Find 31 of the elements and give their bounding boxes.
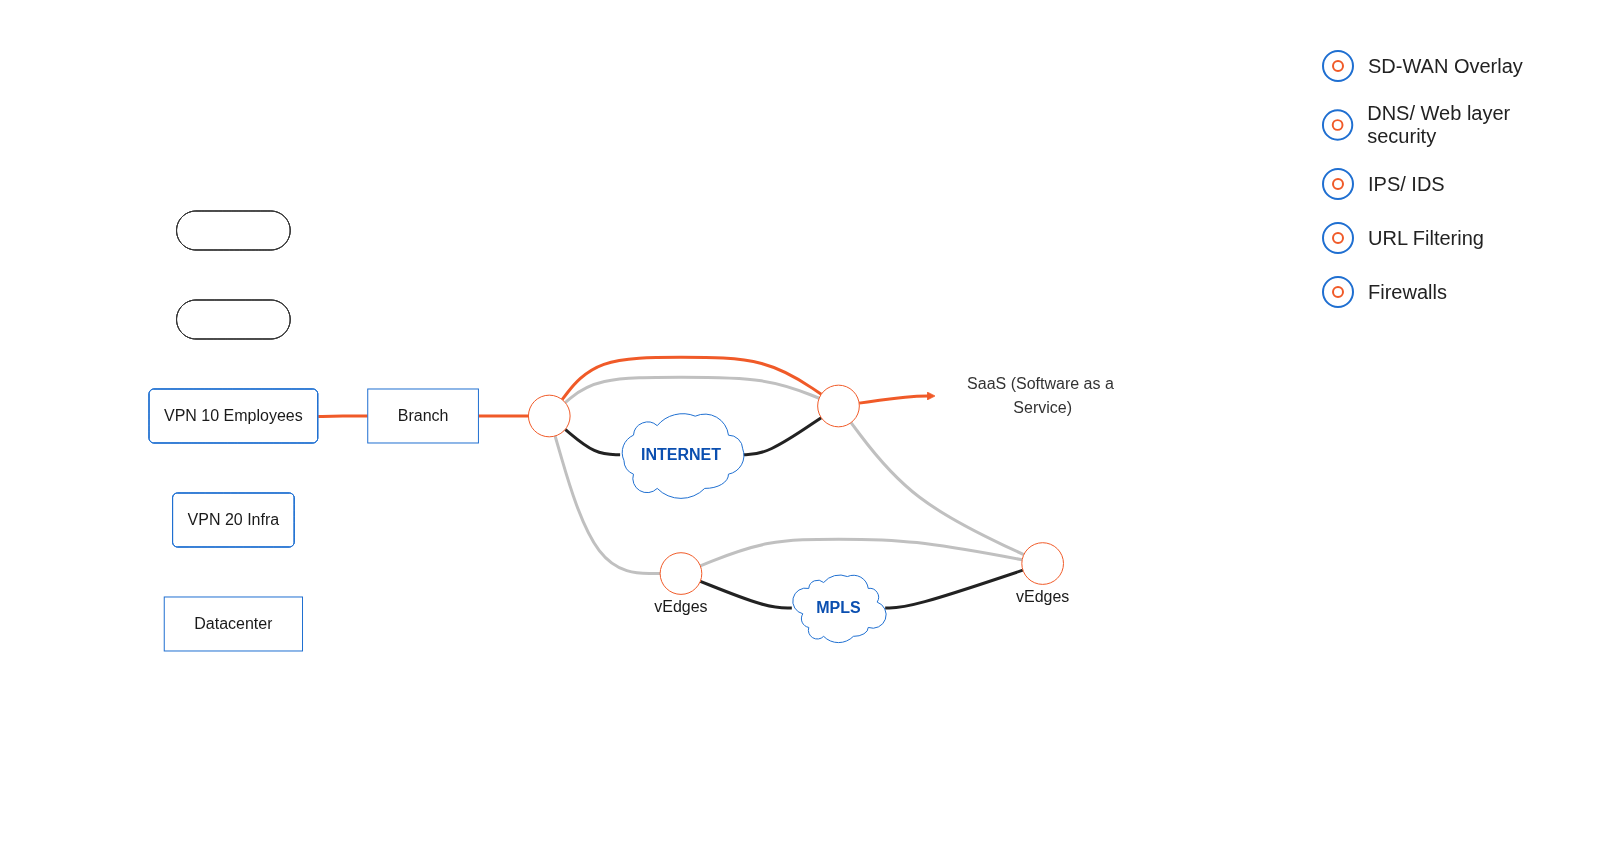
connector-line [554, 435, 661, 576]
connector-line [700, 579, 793, 610]
vedge-router [1021, 542, 1065, 585]
connector-line [564, 428, 621, 457]
vedges-caption: vEdges [1016, 588, 1070, 606]
connector-line [859, 391, 936, 405]
connector-line [561, 355, 823, 401]
overlay-label: SD-WAN Overlay [1368, 54, 1523, 78]
security-feature-label: Firewalls [1368, 280, 1447, 304]
connector-line [850, 421, 1025, 557]
mpls-cloud: MPLS [792, 574, 887, 644]
connector-line [700, 537, 1023, 568]
security-feature-label: URL Filtering [1368, 226, 1484, 250]
user-group: VPN 20 Infra [172, 492, 296, 548]
security-feature-label: DNS/ Web layer security [1367, 102, 1512, 148]
branch-server: Branch [367, 388, 480, 444]
datacenter-server: Datacenter [164, 596, 304, 652]
app-pill [176, 299, 292, 340]
connector-line [318, 414, 369, 418]
vedge-router [528, 394, 571, 438]
app-pill [176, 210, 292, 251]
connector-line [885, 568, 1024, 610]
connector-line [564, 375, 821, 404]
user-group: VPN 10 Employees [148, 388, 319, 444]
vedges-caption: vEdges [654, 598, 709, 616]
internet-cloud: INTERNET [622, 413, 745, 499]
vedge-router [660, 552, 703, 595]
security-feature-label: IPS/ IDS [1368, 172, 1445, 196]
saas-label: SaaS (Software as a Service) [967, 375, 1115, 416]
connector-line [478, 414, 529, 418]
vedge-router [817, 384, 861, 428]
